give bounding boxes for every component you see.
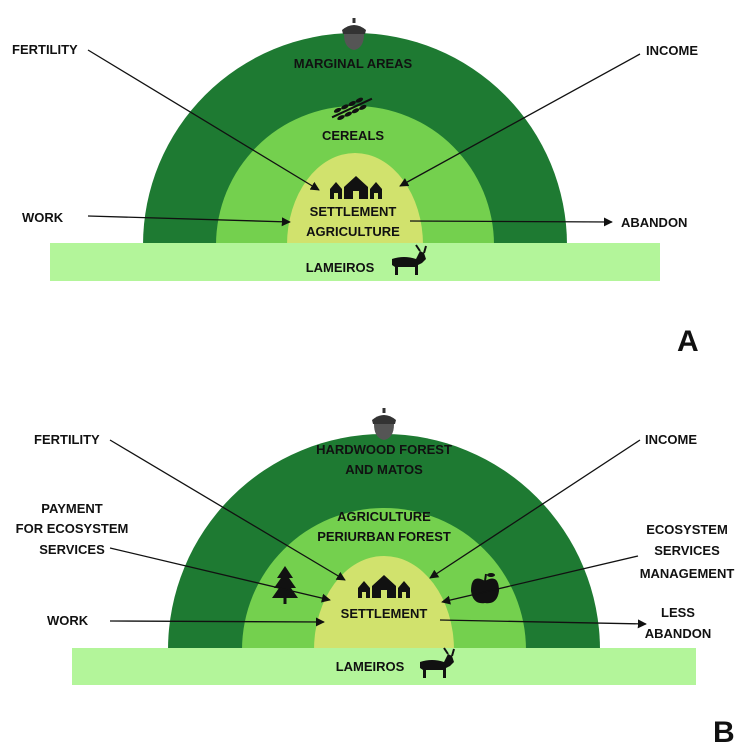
ecosystem-label-line-1: ECOSYSTEM xyxy=(646,522,728,537)
fertility-label: FERTILITY xyxy=(12,42,78,57)
bar-label: LAMEIROS xyxy=(336,659,405,674)
inner-circle xyxy=(314,556,454,650)
payment-label-line-2: FOR ECOSYSTEM xyxy=(16,521,129,536)
outer-label-line-1: HARDWOOD FOREST xyxy=(316,442,452,457)
ecosystem-label-line-2: SERVICES xyxy=(654,543,720,558)
income-label: INCOME xyxy=(646,43,698,58)
ecosystem-label-line-3: MANAGEMENT xyxy=(640,566,735,581)
payment-arrow xyxy=(109,547,331,603)
inner-label: SETTLEMENT xyxy=(341,606,428,621)
inner-circle xyxy=(287,153,423,245)
lameiros-bar xyxy=(50,243,660,281)
income-arrow xyxy=(429,439,641,579)
fertility-label: FERTILITY xyxy=(34,432,100,447)
fertility-arrow xyxy=(109,439,346,581)
less-abandon-label-line-2: ABANDON xyxy=(645,626,711,641)
work-arrow xyxy=(87,215,291,227)
abandon-label: ABANDON xyxy=(621,215,687,230)
payment-label-line-3: SERVICES xyxy=(39,542,105,557)
income-label: INCOME xyxy=(645,432,697,447)
inner-label-line-2: AGRICULTURE xyxy=(306,224,400,239)
outer-label-line-2: AND MATOS xyxy=(345,462,423,477)
panel-b: HARDWOOD FOREST AND MATOS AGRICULTURE PE… xyxy=(16,408,735,747)
panel-a: MARGINAL AREAS CEREALS SETTLEMENT AGRICU… xyxy=(12,18,699,358)
panel-letter-a: A xyxy=(677,325,699,358)
payment-label-line-1: PAYMENT xyxy=(41,501,102,516)
middle-label-line-2: PERIURBAN FOREST xyxy=(317,529,451,544)
outer-label: MARGINAL AREAS xyxy=(294,56,413,71)
apple-icon xyxy=(471,573,499,604)
work-label: WORK xyxy=(47,613,89,628)
wheat-icon xyxy=(331,97,373,121)
less-abandon-arrow xyxy=(439,619,647,629)
ecosystem-arrow xyxy=(441,555,639,605)
fertility-arrow xyxy=(87,49,320,191)
work-label: WORK xyxy=(22,210,64,225)
less-abandon-label-line-1: LESS xyxy=(661,605,695,620)
bar-label: LAMEIROS xyxy=(306,260,375,275)
middle-label: CEREALS xyxy=(322,128,384,143)
middle-label-line-1: AGRICULTURE xyxy=(337,509,431,524)
abandon-arrow xyxy=(409,217,613,227)
panel-letter-b: B xyxy=(713,716,735,747)
work-arrow xyxy=(109,617,325,627)
inner-label-line-1: SETTLEMENT xyxy=(310,204,397,219)
lameiros-bar xyxy=(72,648,696,685)
pine-tree-icon xyxy=(272,566,298,604)
income-arrow xyxy=(399,53,641,187)
